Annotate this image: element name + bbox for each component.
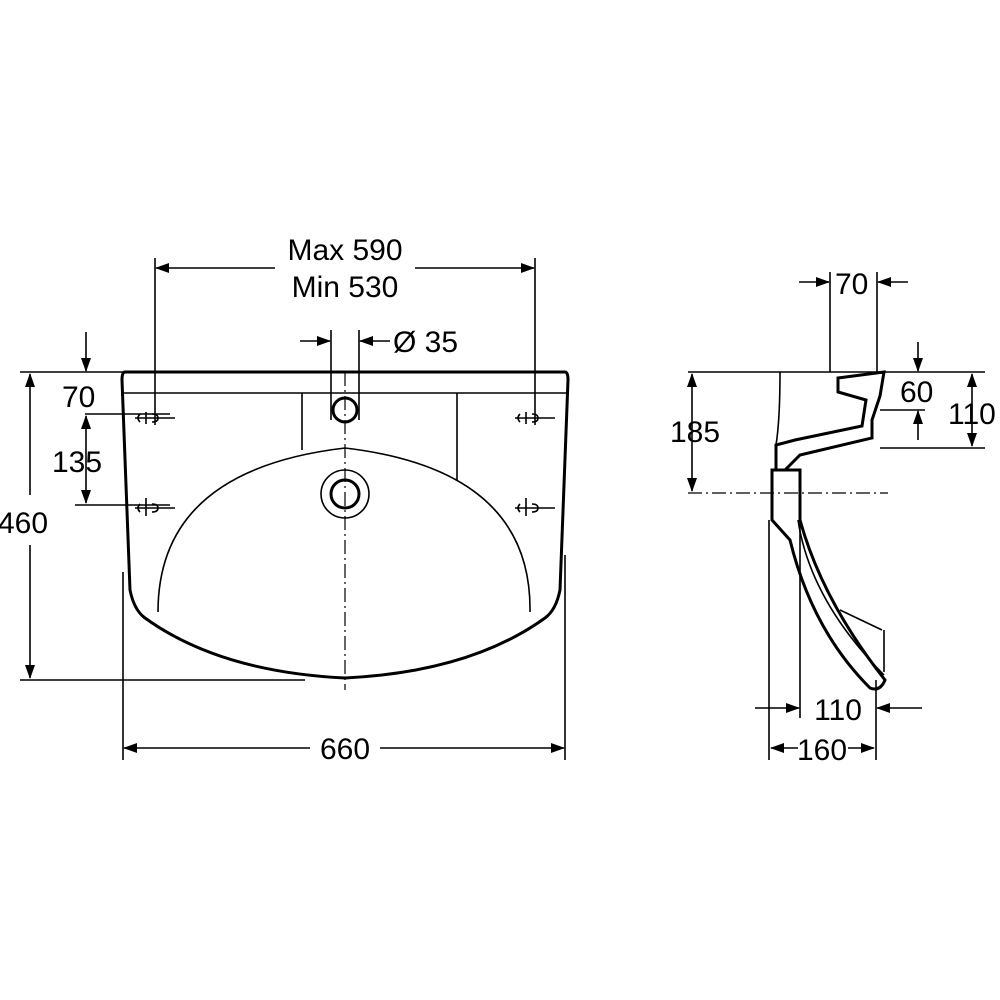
dim-fix-min-label: Min 530	[292, 271, 399, 304]
basin-back-wall	[775, 371, 781, 446]
dim-height-185-label: 185	[670, 416, 720, 449]
dim-bottom-110-label: 110	[814, 694, 862, 727]
dim-depth-70-label: 70	[835, 268, 868, 301]
dim-bottom-160-label: 160	[797, 734, 847, 767]
basin-front-curve	[797, 519, 885, 676]
dim-tap-60-label: 60	[900, 376, 933, 409]
dim-height-label: 460	[0, 507, 48, 540]
dim-tap-hole-label: Ø 35	[393, 326, 458, 359]
tap-deck-profile	[774, 370, 886, 472]
dim-top-offset-label: 70	[62, 381, 95, 414]
dim-fix-max-label: Max 590	[287, 234, 402, 267]
bolt-hole-bottom-right	[515, 498, 555, 516]
basin-outline	[120, 370, 570, 680]
dim-bolt-spacing-label: 135	[52, 446, 102, 479]
dim-width-label: 660	[320, 733, 370, 766]
side-view: 70 185 60 110 110 160	[670, 268, 996, 767]
front-view: Max 590 Min 530 Ø 35 70 135 460 660	[0, 234, 570, 766]
bolt-hole-bottom-left	[135, 498, 175, 516]
dim-tap-110-label: 110	[948, 398, 996, 431]
basin-bowl	[157, 447, 531, 613]
basin-body-profile	[770, 468, 887, 691]
